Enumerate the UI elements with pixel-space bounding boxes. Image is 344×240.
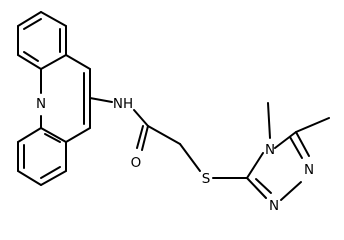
atom-label-o-carbonyl: O	[131, 155, 142, 171]
bond	[133, 109, 149, 127]
bond	[267, 102, 271, 139]
bond	[89, 97, 113, 103]
bond	[17, 170, 42, 186]
bond	[23, 51, 39, 62]
bond	[44, 133, 61, 143]
bond	[23, 18, 42, 30]
bond	[136, 125, 144, 149]
bond	[179, 143, 201, 172]
bond	[40, 170, 67, 186]
atom-label-nh-amide: NH	[113, 96, 133, 112]
atom-label-s-thioether: S	[202, 171, 211, 187]
bond	[65, 54, 91, 70]
bond	[255, 178, 272, 194]
atom-label-n-triazole-4: N	[265, 142, 275, 158]
bond	[17, 127, 42, 143]
bond	[274, 131, 297, 149]
bond	[17, 11, 42, 27]
bond	[246, 177, 267, 199]
atom-label-n-acridine: N	[36, 96, 46, 112]
bond	[246, 152, 264, 179]
bond	[141, 125, 149, 151]
atom-label-n-triazole-1: N	[304, 162, 314, 178]
molecule-structure: N NH O S N N N	[17, 11, 330, 214]
bond	[40, 166, 61, 179]
bond	[65, 127, 91, 143]
bond	[147, 125, 181, 145]
bond	[40, 127, 67, 143]
bond	[40, 54, 67, 70]
bonds	[17, 11, 330, 201]
bond	[40, 11, 67, 27]
atom-label-n-triazole-2: N	[269, 198, 279, 214]
atom-labels: N NH O S N N N	[34, 95, 314, 214]
bond	[17, 54, 42, 70]
bond	[295, 117, 330, 133]
bond	[289, 136, 303, 159]
bond	[295, 131, 310, 157]
bond	[280, 181, 302, 201]
